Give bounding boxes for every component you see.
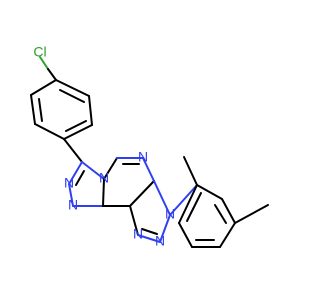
atom-labels: Cl N N N N N N N <box>33 44 175 249</box>
bond-ring2-b <box>221 198 236 224</box>
pyrazole-ring <box>129 180 171 243</box>
bond-ring2-e <box>178 222 193 248</box>
chemical-structure-diagram: Cl N N N N N N N <box>30 44 269 249</box>
bond-triazole-d <box>102 178 105 207</box>
bond-triazole-b <box>68 183 74 207</box>
chlorophenyl-ring <box>30 56 93 140</box>
bond-ring1-b-double <box>38 98 43 122</box>
bond-pyrimidine-a <box>103 157 118 180</box>
nitrogen-atom-label: N <box>99 170 109 186</box>
bond-ring1-f <box>55 79 90 97</box>
nitrogen-atom-label: N <box>155 233 165 249</box>
nitrogen-atom-label: N <box>64 175 74 191</box>
bond-ring1-a <box>30 79 57 96</box>
bond-triazole-double <box>75 170 85 186</box>
chlorine-atom-label: Cl <box>33 44 46 60</box>
dimethylphenyl-ring <box>169 156 269 248</box>
bond-ring1-f-double <box>59 89 85 103</box>
bond-ring2-f <box>178 184 198 224</box>
methyl-1 <box>183 156 198 186</box>
bond-cl-carbon <box>47 68 57 81</box>
bond-pyrazole-phenyl <box>169 184 198 216</box>
bond-pyrimidine-c <box>142 157 155 182</box>
bond-pyrazole-c <box>159 214 171 243</box>
bond-pyrazole-double <box>141 228 158 235</box>
bond-pyrimidine-d <box>129 180 155 207</box>
bond-ring1-b <box>30 94 36 125</box>
bond-ring2-c <box>219 222 236 248</box>
nitrogen-atom-label: N <box>138 149 148 165</box>
bond-triazole-a <box>68 161 83 185</box>
bond-ring2-f-double <box>186 192 202 222</box>
nitrogen-atom-label: N <box>165 206 175 222</box>
bond-ring1-d <box>63 124 93 140</box>
nitrogen-atom-label: N <box>133 226 143 242</box>
bond-ring1-e <box>88 95 93 126</box>
bond-ring2-b-double <box>214 204 227 224</box>
bond-pyrazole-a <box>129 205 139 236</box>
nitrogen-atom-label: N <box>68 197 78 213</box>
bond-ring1-d-double <box>65 120 87 132</box>
bond-ring2-a <box>196 184 223 200</box>
bond-pyrazole-b <box>137 234 161 243</box>
bond-triazole-e <box>81 161 105 180</box>
methyl-2 <box>234 204 269 224</box>
pyrimidine-ring <box>102 157 155 207</box>
bond-c-cl <box>39 56 49 70</box>
triazole-ring <box>68 161 105 207</box>
bond-pyrazole-d <box>153 180 171 216</box>
bond-phenyl-triazole <box>63 138 83 163</box>
bond-ring1-c <box>34 123 65 140</box>
